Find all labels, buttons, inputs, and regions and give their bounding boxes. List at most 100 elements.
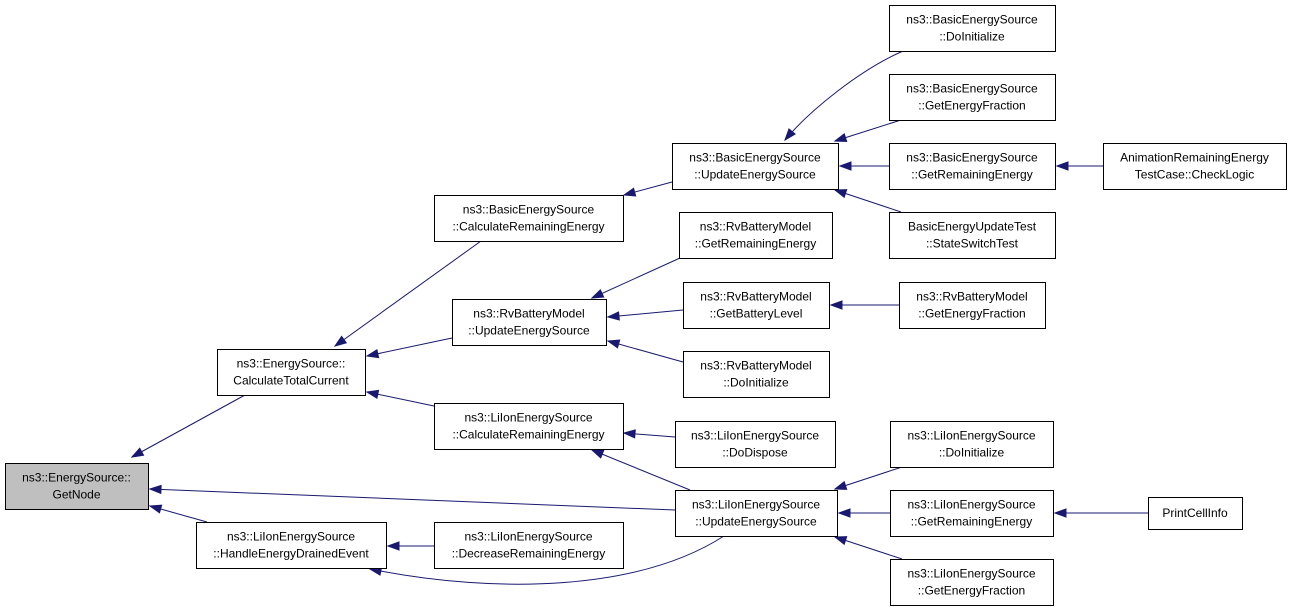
edge-calctotal-to-getnode <box>130 394 246 458</box>
edge-line <box>607 309 684 318</box>
edge-line <box>131 394 246 458</box>
node-label-line: ::GetEnergyFraction <box>918 99 1025 113</box>
node-label-line: ns3::LiIonEnergySource <box>907 429 1035 443</box>
edge-bes_test-to-bes_update <box>833 189 902 213</box>
node-rv_doinit[interactable]: ns3::RvBatteryModel::DoInitialize <box>683 351 830 398</box>
edge-line <box>149 488 676 511</box>
edge-line <box>834 466 903 490</box>
node-box <box>434 403 624 450</box>
edge-bes_doinit-to-bes_update <box>784 50 904 142</box>
node-li_decrease[interactable]: ns3::LiIonEnergySource::DecreaseRemainin… <box>434 522 624 569</box>
node-label-line: ::GetRemainingEnergy <box>911 515 1032 529</box>
node-bes_getfrac[interactable]: ns3::BasicEnergySource::GetEnergyFractio… <box>889 74 1056 121</box>
node-handledrained[interactable]: ns3::LiIonEnergySource::HandleEnergyDrai… <box>196 522 387 569</box>
node-anim_check[interactable]: AnimationRemainingEnergyTestCase::CheckL… <box>1103 143 1287 190</box>
edge-handledrained-to-getnode <box>148 504 208 523</box>
edge-arrowhead <box>1055 161 1069 171</box>
edge-arrowhead <box>590 449 605 459</box>
node-li_getrem[interactable]: ns3::LiIonEnergySource::GetRemainingEner… <box>890 490 1054 537</box>
node-box <box>679 212 833 259</box>
edge-rv_update-to-calctotal <box>365 337 453 359</box>
node-printcell[interactable]: PrintCellInfo <box>1148 497 1243 530</box>
node-box <box>889 143 1056 190</box>
node-label-line: ::GetEnergyFraction <box>918 584 1025 598</box>
node-box <box>1148 497 1243 530</box>
edge-line <box>834 189 902 213</box>
edge-bes_getrem-to-bes_update <box>838 161 889 171</box>
node-box <box>196 522 387 569</box>
node-bes_getrem[interactable]: ns3::BasicEnergySource::GetRemainingEner… <box>889 143 1056 190</box>
node-bes_update[interactable]: ns3::BasicEnergySource::UpdateEnergySour… <box>672 143 839 190</box>
edge-bes_calcrem-to-calctotal <box>333 240 482 347</box>
node-bes_calcrem[interactable]: ns3::BasicEnergySource::CalculateRemaini… <box>434 195 624 242</box>
node-label-line: ::GetBatteryLevel <box>710 307 803 321</box>
edge-rv_getfrac-to-rv_getbat <box>829 300 899 310</box>
node-li_getfrac[interactable]: ns3::LiIonEnergySource::GetEnergyFractio… <box>890 559 1054 606</box>
node-li_dispose[interactable]: ns3::LiIonEnergySource::DoDispose <box>675 421 836 468</box>
edge-line <box>591 449 691 491</box>
edge-bes_update-to-bes_calcrem <box>622 181 673 197</box>
node-rv_getrem[interactable]: ns3::RvBatteryModel::GetRemainingEnergy <box>679 212 833 259</box>
node-li_update[interactable]: ns3::LiIonEnergySource::UpdateEnergySour… <box>675 490 838 537</box>
edge-line <box>784 50 904 141</box>
node-box <box>889 74 1056 121</box>
node-label-line: ::CalculateRemainingEnergy <box>452 220 604 234</box>
node-box <box>890 559 1054 606</box>
edge-li_update-to-getnode <box>148 484 676 511</box>
node-rv_update[interactable]: ns3::RvBatteryModel::UpdateEnergySource <box>452 299 607 346</box>
node-label-line: ns3::LiIonEnergySource <box>907 567 1035 581</box>
node-label-line: ::DecreaseRemainingEnergy <box>452 547 605 561</box>
edge-arrowhead <box>833 536 848 546</box>
edge-li_dispose-to-li_calcrem <box>622 429 676 439</box>
node-label-line: ::UpdateEnergySource <box>468 324 590 338</box>
node-label-line: ns3::LiIonEnergySource <box>464 530 592 544</box>
node-calctotal[interactable]: ns3::EnergySource::CalculateTotalCurrent <box>217 349 366 396</box>
node-getnode[interactable]: ns3::EnergySource::GetNode <box>5 463 149 510</box>
edge-li_update-to-li_calcrem <box>590 449 691 491</box>
edge-li_decrease-to-handledrained <box>386 541 434 551</box>
edge-line <box>591 257 681 299</box>
node-bes_doinit[interactable]: ns3::BasicEnergySource::DoInitialize <box>889 5 1056 52</box>
edge-arrowhead <box>833 189 848 199</box>
node-label-line: ns3::BasicEnergySource <box>906 82 1038 96</box>
edge-bes_getfrac-to-bes_update <box>833 119 902 143</box>
node-label-line: ::HandleEnergyDrainedEvent <box>213 547 369 561</box>
node-label-line: ::UpdateEnergySource <box>695 515 817 529</box>
node-li_doinit[interactable]: ns3::LiIonEnergySource::DoInitialize <box>890 421 1054 468</box>
node-li_calcrem[interactable]: ns3::LiIonEnergySource::CalculateRemaini… <box>434 403 624 450</box>
node-label-line: ::DoInitialize <box>939 30 1005 44</box>
node-bes_test[interactable]: BasicEnergyUpdateTest::StateSwitchTest <box>889 212 1056 259</box>
node-label-line: ns3::BasicEnergySource <box>906 151 1038 165</box>
node-label-line: ::GetEnergyFraction <box>918 307 1025 321</box>
edge-arrowhead <box>606 311 620 321</box>
edge-rv_getbat-to-rv_update <box>606 309 684 321</box>
node-box <box>890 490 1054 537</box>
edge-arrowhead <box>622 429 636 439</box>
edge-li_doinit-to-li_update <box>833 466 903 490</box>
node-label-line: ::DoInitialize <box>723 376 789 390</box>
node-rv_getfrac[interactable]: ns3::RvBatteryModel::GetEnergyFraction <box>899 282 1046 329</box>
node-box <box>899 282 1046 329</box>
node-box <box>675 490 838 537</box>
edge-arrowhead <box>365 349 380 359</box>
edge-arrowhead <box>622 187 637 197</box>
node-box <box>1103 143 1287 190</box>
node-rv_getbat[interactable]: ns3::RvBatteryModel::GetBatteryLevel <box>683 282 830 329</box>
node-label-line: ns3::LiIonEnergySource <box>227 530 355 544</box>
node-label-line: ns3::RvBatteryModel <box>473 307 584 321</box>
edge-line <box>366 337 453 357</box>
node-box <box>217 349 366 396</box>
node-label-line: GetNode <box>52 488 100 502</box>
edge-li_getfrac-to-li_update <box>833 536 903 560</box>
node-label-line: ::CalculateRemainingEnergy <box>452 428 604 442</box>
node-label-line: ns3::BasicEnergySource <box>689 151 821 165</box>
node-label-line: ::StateSwitchTest <box>926 237 1019 251</box>
node-label-line: ns3::EnergySource:: <box>22 471 131 485</box>
edge-printcell-to-li_getrem <box>1053 508 1148 518</box>
edge-li_getrem-to-li_update <box>837 508 890 518</box>
edge-arrowhead <box>590 288 605 299</box>
edge-line <box>834 119 902 142</box>
node-box <box>889 212 1056 259</box>
node-box <box>452 299 607 346</box>
node-label-line: ::GetRemainingEnergy <box>695 237 816 251</box>
